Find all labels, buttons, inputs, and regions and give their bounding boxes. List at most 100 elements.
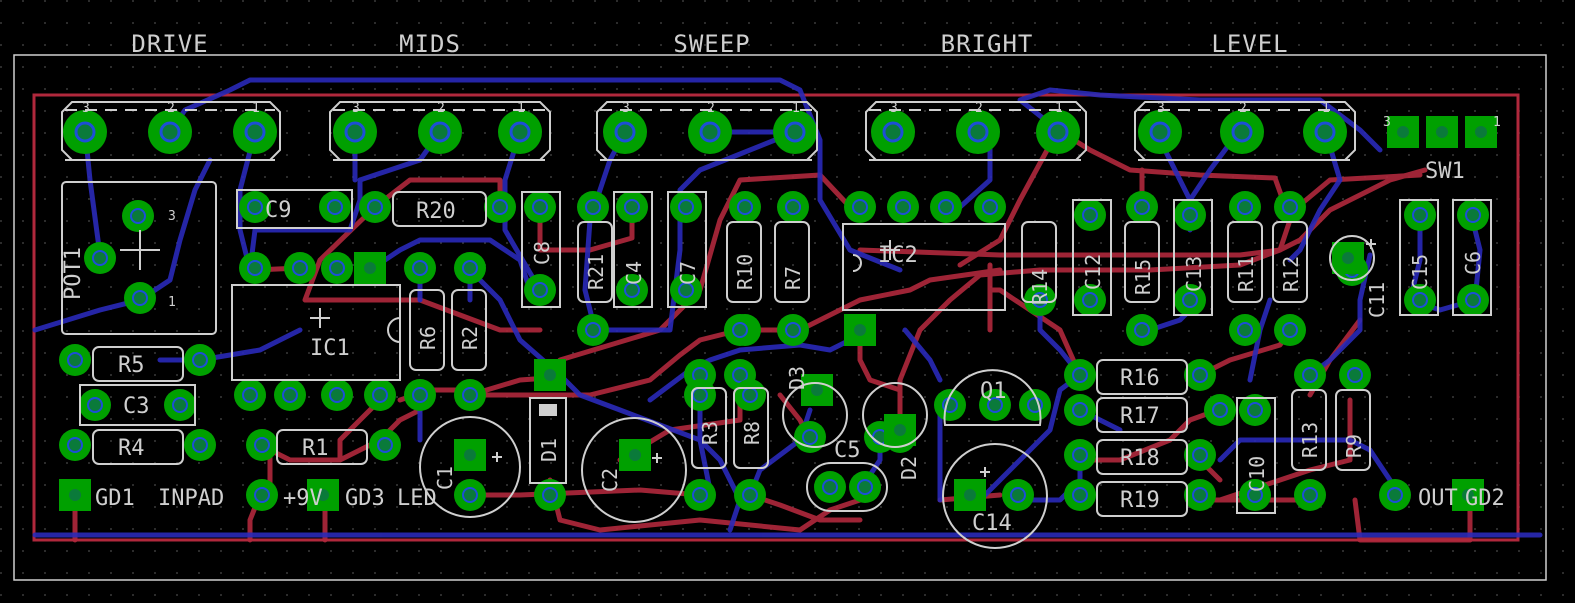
pads-layer bbox=[59, 110, 1497, 511]
pot1-pin1-mark: 1 bbox=[168, 295, 176, 310]
c8-label: C8 bbox=[530, 241, 554, 265]
sw1-pad-1-drill bbox=[1475, 126, 1487, 138]
pad-3-drill bbox=[247, 199, 263, 215]
switch-labels: 3 1 SW1 bbox=[1383, 115, 1501, 184]
pad-59-drill bbox=[462, 487, 478, 503]
r19-label: R19 bbox=[1120, 488, 1160, 513]
pad-78-drill bbox=[1192, 367, 1208, 383]
pad-70-drill bbox=[822, 479, 838, 495]
pot-1-pad-2-drill bbox=[509, 121, 531, 143]
pad-76-drill bbox=[1010, 487, 1026, 503]
pad-61-drill bbox=[692, 487, 708, 503]
square-pad-9-drill bbox=[964, 489, 976, 501]
pad-led-label: LED bbox=[397, 486, 437, 511]
r12-label: R12 bbox=[1279, 256, 1303, 292]
c2-label: C2 bbox=[598, 468, 622, 492]
ground-frame-trace bbox=[32, 93, 1520, 542]
r2-label: R2 bbox=[458, 326, 482, 350]
pad-89-drill bbox=[1347, 367, 1363, 383]
d2-label: D2 bbox=[897, 456, 921, 480]
pad-74-drill bbox=[987, 397, 1003, 413]
sw1-pin3-label: 3 bbox=[1383, 115, 1391, 130]
pad-47-drill bbox=[372, 387, 388, 403]
pad-28-drill bbox=[1182, 207, 1198, 223]
pad-2-drill bbox=[132, 290, 148, 306]
pot-3-pad-0-drill bbox=[882, 121, 904, 143]
pad-87-drill bbox=[1302, 367, 1318, 383]
pad-1-drill bbox=[92, 250, 108, 266]
pad-21-drill bbox=[938, 199, 954, 215]
part-labels: POT1 3 1 C9 R20 C8 R21 C4 C7 R10 R7 IC2 … bbox=[61, 198, 1485, 536]
pad-56-drill bbox=[254, 437, 270, 453]
pad-33-drill bbox=[1282, 322, 1298, 338]
sw1-pad-3-drill bbox=[1397, 126, 1409, 138]
pot-1-pin-number-2: 1 bbox=[517, 101, 525, 116]
pad-57-drill bbox=[377, 437, 393, 453]
pot-2-pad-1-drill bbox=[699, 121, 721, 143]
r18-label: R18 bbox=[1120, 446, 1160, 471]
pot-3-pad-1-drill bbox=[967, 121, 989, 143]
pad-41-drill bbox=[329, 260, 345, 276]
pad-53-drill bbox=[172, 397, 188, 413]
pot-3-pin-number-2: 1 bbox=[1055, 101, 1063, 116]
pot-0-pad-1-drill bbox=[159, 121, 181, 143]
header-mids: MIDS bbox=[399, 30, 461, 58]
r15-label: R15 bbox=[1131, 259, 1155, 295]
pad-81-drill bbox=[1072, 447, 1088, 463]
r10-label: R10 bbox=[733, 254, 757, 290]
pad-25-drill bbox=[1082, 292, 1098, 308]
square-pad-0-drill bbox=[69, 489, 81, 501]
pot-0-pad-0-drill bbox=[74, 121, 96, 143]
r9-label: R9 bbox=[1342, 434, 1366, 458]
pad-45-drill bbox=[282, 387, 298, 403]
pad-14-drill bbox=[678, 282, 694, 298]
sw1-label: SW1 bbox=[1425, 159, 1465, 184]
pot-3-pin-number-1: 2 bbox=[975, 101, 983, 116]
pot-4-pin-number-2: 1 bbox=[1322, 101, 1330, 116]
pad-34-drill bbox=[1412, 207, 1428, 223]
connector-labels: GD1 INPAD +9V GD3 LED OUT GD2 bbox=[95, 486, 1505, 511]
r5-label: R5 bbox=[118, 353, 145, 378]
header-bright: BRIGHT bbox=[941, 30, 1034, 58]
ic1-label: IC1 bbox=[310, 336, 350, 361]
pot-3-pad-2-drill bbox=[1047, 121, 1069, 143]
header-level: LEVEL bbox=[1211, 30, 1288, 58]
pad-71-drill bbox=[857, 479, 873, 495]
pad-19-drill bbox=[852, 199, 868, 215]
pot-2-pad-0-drill bbox=[614, 121, 636, 143]
pad-plus9v-label: +9V bbox=[283, 486, 323, 511]
pot-3-pin-number-0: 3 bbox=[890, 101, 898, 116]
c7-label: C7 bbox=[676, 261, 700, 285]
pad-39-drill bbox=[247, 260, 263, 276]
pad-43-drill bbox=[462, 260, 478, 276]
square-pad-7-drill bbox=[811, 384, 823, 396]
pot-0-pin-number-2: 1 bbox=[252, 101, 260, 116]
pad-60-drill bbox=[542, 487, 558, 503]
pad-84-drill bbox=[1192, 487, 1208, 503]
square-pad-8-drill bbox=[894, 424, 906, 436]
pad-67-drill bbox=[732, 322, 748, 338]
pad-49-drill bbox=[462, 387, 478, 403]
c14-label: C14 bbox=[972, 511, 1012, 536]
pad-66-drill bbox=[742, 387, 758, 403]
pot-1-pin-number-0: 3 bbox=[352, 101, 360, 116]
c4-label: C4 bbox=[622, 261, 646, 285]
ic2-label: IC2 bbox=[878, 243, 918, 268]
r6-label: R6 bbox=[416, 326, 440, 350]
square-pad-6-drill bbox=[854, 324, 866, 336]
pad-82-drill bbox=[1192, 447, 1208, 463]
pot-1-pin-number-1: 2 bbox=[437, 101, 445, 116]
pot-4-pin-number-0: 3 bbox=[1157, 101, 1165, 116]
pot-1-pad-1-drill bbox=[429, 121, 451, 143]
pad-out-label: OUT bbox=[1418, 486, 1458, 511]
pad-4-drill bbox=[327, 199, 343, 215]
pad-90-drill bbox=[1387, 487, 1403, 503]
pot-0-pin-number-0: 3 bbox=[82, 101, 90, 116]
r17-label: R17 bbox=[1120, 404, 1160, 429]
pad-85-drill bbox=[1247, 402, 1263, 418]
pad-37-drill bbox=[1465, 292, 1481, 308]
r4-label: R4 bbox=[118, 436, 145, 461]
square-pad-1-drill bbox=[317, 489, 329, 501]
pad-27-drill bbox=[1134, 322, 1150, 338]
